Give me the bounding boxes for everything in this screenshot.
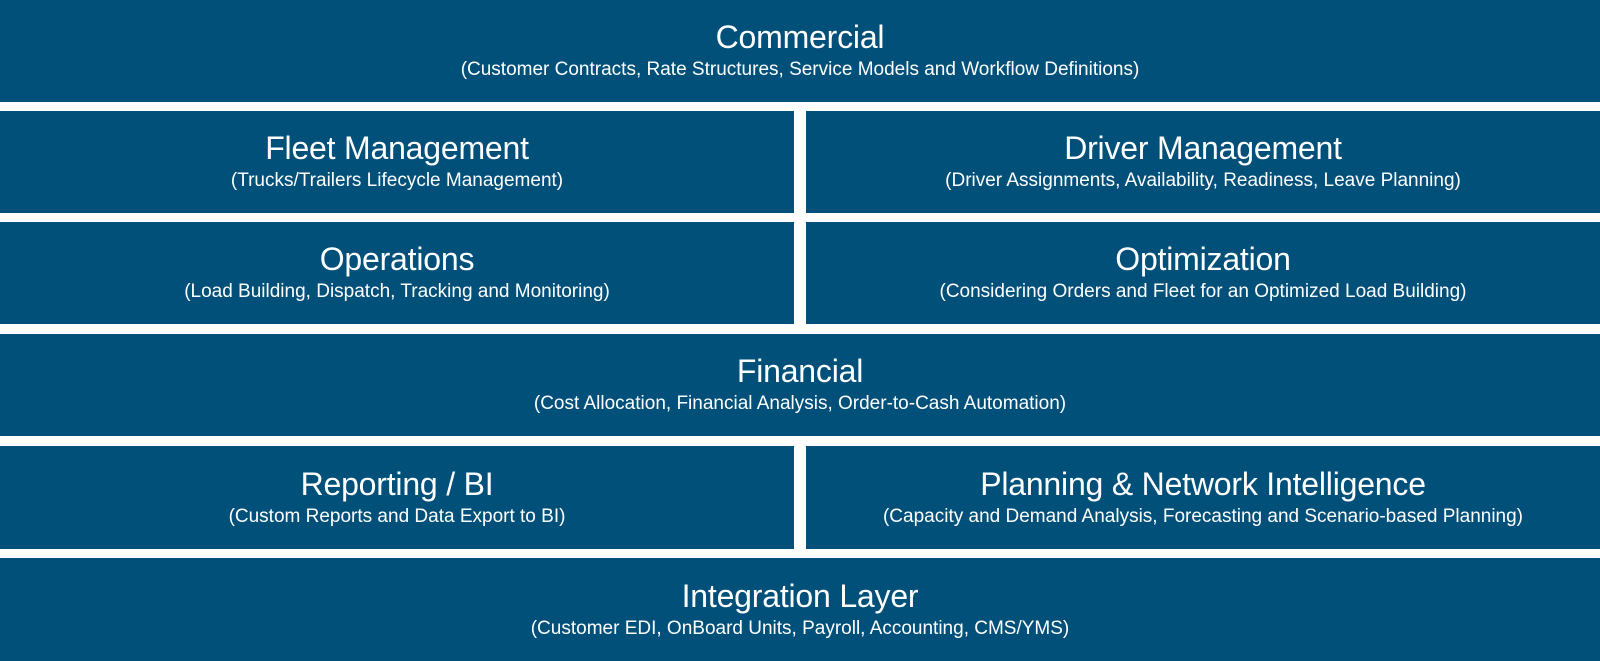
block-optimization: Optimization (Considering Orders and Fle… xyxy=(806,222,1600,324)
layer-row-integration: Integration Layer (Customer EDI, OnBoard… xyxy=(0,558,1600,661)
block-subtitle: (Trucks/Trailers Lifecycle Management) xyxy=(230,170,564,191)
block-fleet-management: Fleet Management (Trucks/Trailers Lifecy… xyxy=(0,111,794,213)
layer-row-operations: Operations (Load Building, Dispatch, Tra… xyxy=(0,222,1600,324)
layer-row-management: Fleet Management (Trucks/Trailers Lifecy… xyxy=(0,111,1600,213)
block-commercial: Commercial (Customer Contracts, Rate Str… xyxy=(0,0,1600,102)
block-subtitle: (Custom Reports and Data Export to BI) xyxy=(228,505,566,527)
block-subtitle: (Load Building, Dispatch, Tracking and M… xyxy=(184,281,610,302)
block-reporting-bi: Reporting / BI (Custom Reports and Data … xyxy=(0,446,794,549)
block-title: Fleet Management xyxy=(265,130,529,166)
layer-row-commercial: Commercial (Customer Contracts, Rate Str… xyxy=(0,0,1600,102)
block-subtitle: (Cost Allocation, Financial Analysis, Or… xyxy=(533,393,1067,414)
block-subtitle: (Capacity and Demand Analysis, Forecasti… xyxy=(882,505,1524,527)
block-title: Operations xyxy=(319,241,475,277)
block-subtitle: (Considering Orders and Fleet for an Opt… xyxy=(939,281,1467,302)
layer-row-financial: Financial (Cost Allocation, Financial An… xyxy=(0,334,1600,436)
block-title: Financial xyxy=(736,353,864,389)
block-title: Driver Management xyxy=(1064,130,1342,166)
block-title: Optimization xyxy=(1115,241,1291,277)
block-subtitle: (Customer Contracts, Rate Structures, Se… xyxy=(460,59,1140,80)
block-driver-management: Driver Management (Driver Assignments, A… xyxy=(806,111,1600,213)
block-integration-layer: Integration Layer (Customer EDI, OnBoard… xyxy=(0,558,1600,661)
block-financial: Financial (Cost Allocation, Financial An… xyxy=(0,334,1600,436)
block-title: Integration Layer xyxy=(681,577,919,614)
block-title: Reporting / BI xyxy=(300,465,494,502)
block-operations: Operations (Load Building, Dispatch, Tra… xyxy=(0,222,794,324)
block-subtitle: (Customer EDI, OnBoard Units, Payroll, A… xyxy=(530,617,1070,639)
block-subtitle: (Driver Assignments, Availability, Readi… xyxy=(945,170,1461,191)
layer-row-reporting-planning: Reporting / BI (Custom Reports and Data … xyxy=(0,446,1600,549)
block-planning-network-intelligence: Planning & Network Intelligence (Capacit… xyxy=(806,446,1600,549)
block-title: Planning & Network Intelligence xyxy=(980,465,1426,502)
block-title: Commercial xyxy=(715,19,885,55)
